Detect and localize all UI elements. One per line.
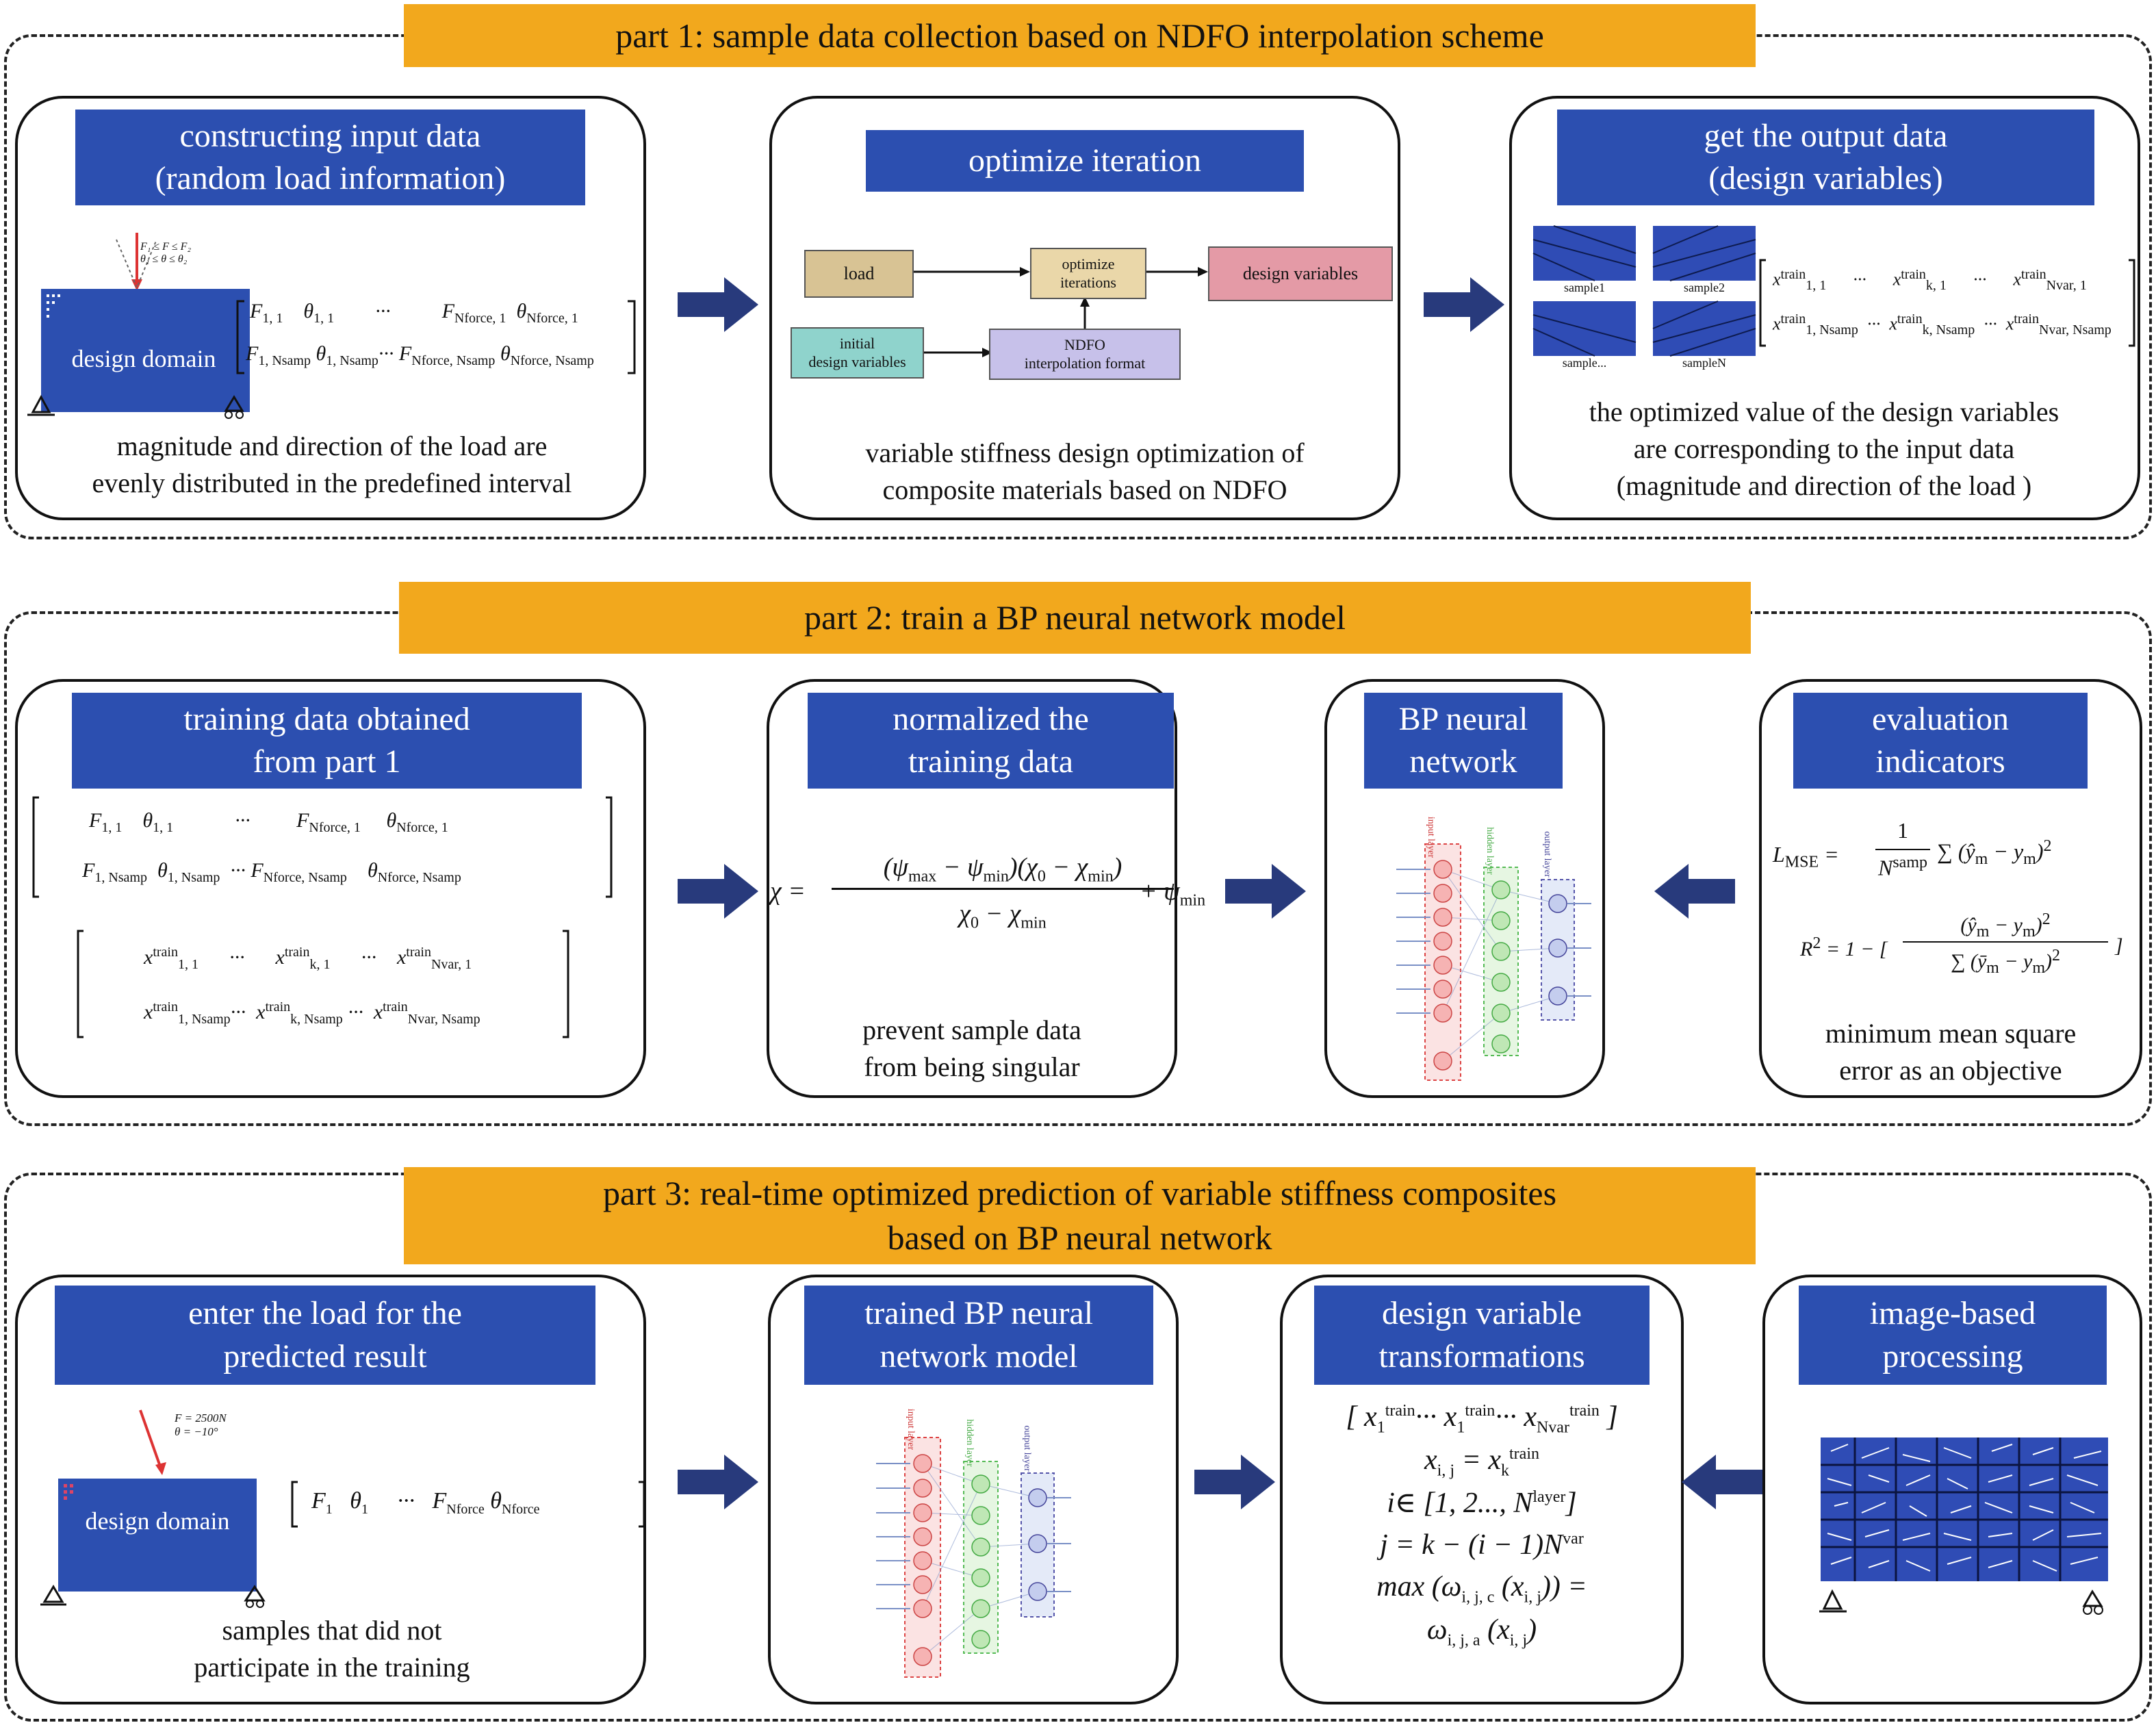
p2-hidden-layer-label: hidden layer bbox=[1485, 827, 1495, 875]
p3-input-layer-label: input layer bbox=[906, 1408, 916, 1451]
p3-output-layer-label: output layer bbox=[1022, 1425, 1032, 1472]
p3-hidden-layer-label: hidden layer bbox=[964, 1419, 975, 1467]
arrow-right-icon bbox=[678, 1455, 758, 1509]
p3-image-header: image-based processing bbox=[1799, 1286, 2107, 1385]
p3-transform-equations: [ x1train··· x1train··· xNvartrain ] xi,… bbox=[1346, 1401, 1618, 1650]
p1-flow-ndfo: NDFO interpolation format bbox=[989, 329, 1181, 380]
part1-title: part 1: sample data collection based on … bbox=[404, 4, 1756, 67]
p2-normalize-header: normalized the training data bbox=[808, 693, 1174, 789]
p1-input-header: constructing input data (random load inf… bbox=[75, 110, 585, 205]
p1-optimize-header: optimize iteration bbox=[866, 130, 1304, 192]
p2-eval-header: evaluation indicators bbox=[1793, 693, 2088, 789]
p3-enter-caption: samples that did not participate in the … bbox=[194, 1615, 470, 1683]
p3-network-diagram bbox=[876, 1437, 1071, 1678]
p1-input-caption: magnitude and direction of the load are … bbox=[92, 431, 572, 498]
p2-bpnn-header: BP neural network bbox=[1364, 693, 1563, 789]
p1-flow-initial: initial design variables bbox=[791, 327, 924, 379]
p3-trained-header: trained BP neural network model bbox=[804, 1286, 1153, 1385]
part2-title: part 2: train a BP neural network model bbox=[399, 582, 1751, 654]
p1-sample-label-3: sample... bbox=[1562, 356, 1607, 370]
p1-flow-optimize: optimize iterations bbox=[1030, 248, 1146, 299]
p3-transform-header: design variable transformations bbox=[1314, 1286, 1650, 1385]
p2-network-diagram bbox=[1396, 843, 1591, 1081]
part3-title: part 3: real-time optimized prediction o… bbox=[404, 1167, 1756, 1264]
p3-enter-header: enter the load for the predicted result bbox=[55, 1286, 595, 1385]
arrow-right-icon bbox=[1194, 1455, 1275, 1509]
p3-processed-image bbox=[1819, 1438, 2108, 1615]
p3-design-domain-label: design domain bbox=[85, 1507, 230, 1535]
p1-sample-label-2: sample2 bbox=[1684, 281, 1725, 294]
p1-design-domain-graphic bbox=[27, 233, 250, 419]
p1-sample-label-4: sampleN bbox=[1682, 356, 1726, 370]
arrow-left-icon bbox=[1682, 1455, 1762, 1509]
arrow-right-icon bbox=[678, 277, 758, 332]
p1-design-domain-label: design domain bbox=[71, 345, 216, 372]
p1-sample-thumbnails bbox=[1532, 225, 1756, 357]
p2-eval-caption: minimum mean square error as an objectiv… bbox=[1825, 1018, 2077, 1086]
p3-load-note: F = 2500N θ = −10° bbox=[175, 1411, 227, 1438]
arrow-left-icon bbox=[1654, 864, 1735, 919]
p2-output-layer-label: output layer bbox=[1542, 831, 1552, 878]
p2-mse-formula: LMSE = 1 Nsamp ∑ (ŷm − ym)2 bbox=[1773, 818, 2052, 880]
p1-flow-load: load bbox=[804, 250, 914, 298]
p2-training-header: training data obtained from part 1 bbox=[72, 693, 582, 789]
p3-design-domain-graphic bbox=[40, 1409, 266, 1608]
p2-input-layer-label: input layer bbox=[1426, 816, 1436, 858]
p1-flow-connectors bbox=[914, 267, 1208, 357]
arrow-right-icon bbox=[1225, 864, 1306, 919]
arrow-right-icon bbox=[678, 864, 758, 919]
p1-output-header: get the output data (design variables) bbox=[1557, 110, 2094, 205]
p1-output-caption: the optimized value of the design variab… bbox=[1589, 396, 2059, 501]
p2-normalize-caption: prevent sample data from being singular bbox=[862, 1014, 1081, 1082]
p2-normalize-formula: χ = (ψmax − ψmin)(χ0 − χmin) χ0 − χmin +… bbox=[770, 853, 1206, 932]
p1-flow-design: design variables bbox=[1208, 246, 1393, 301]
p1-optimize-caption: variable stiffness design optimization o… bbox=[865, 437, 1305, 505]
p1-sample-label-1: sample1 bbox=[1564, 281, 1605, 294]
p1-load-range-note: F₁ ≤ F ≤ F₂ θ₁ ≤ θ ≤ θ₂ bbox=[140, 241, 192, 265]
arrow-right-icon bbox=[1424, 277, 1504, 332]
p2-r2-formula: R2 = 1 − [ (ŷm − ym)2 ∑ (ȳm − ym)2 ] bbox=[1800, 910, 2123, 977]
